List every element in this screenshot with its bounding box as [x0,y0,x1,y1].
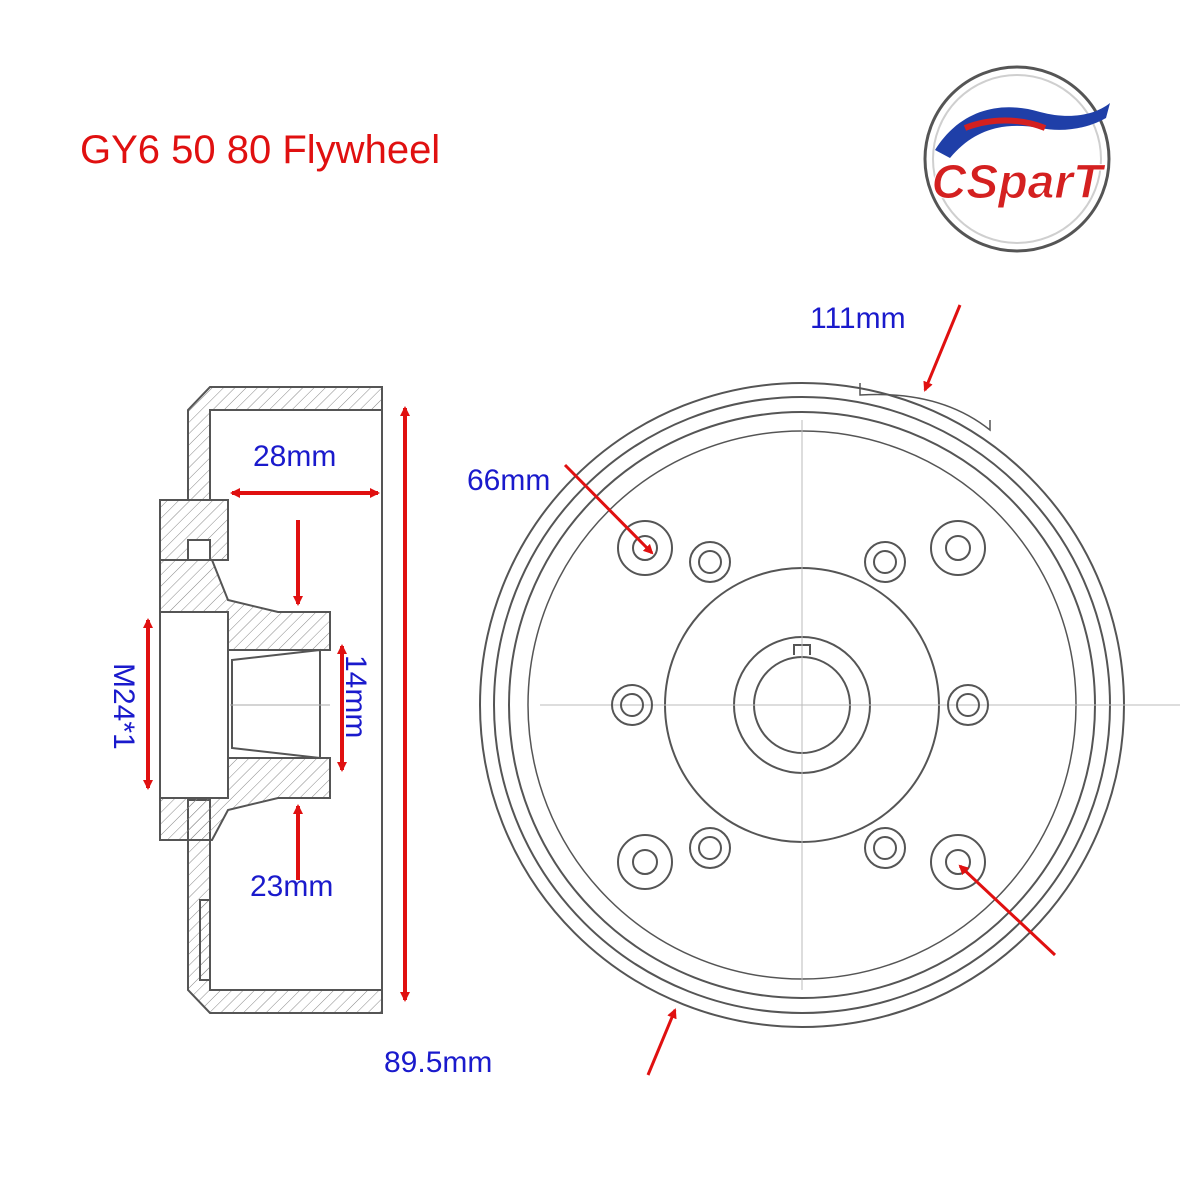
bolt-holes-large [617,520,986,890]
cspart-logo: CSparT [923,65,1111,253]
label-inner-depth: 28mm [253,440,337,473]
label-bolt-circle: 66mm [467,464,551,497]
label-boss-width: 14mm [339,655,372,739]
label-hub-diameter: 23mm [250,870,334,903]
side-dimension-arrows [143,406,410,1002]
arrow-66mm-bottom [958,864,1057,957]
logo-text: CSparT [932,156,1106,209]
arrow-111mm-top [923,304,962,392]
label-outer-diameter: 111mm [810,302,906,335]
front-dimension-arrows [563,304,1057,1076]
side-section-view [159,386,383,1014]
label-thread: M24*1 [107,663,140,750]
bolt-holes-small [611,541,989,869]
label-side-height: 89.5mm [384,1046,493,1079]
diagram-title: GY6 50 80 Flywheel [80,128,441,172]
arrow-111mm-bottom [646,1008,677,1076]
front-view [479,382,1180,1028]
arrow-66mm-top [563,463,654,555]
